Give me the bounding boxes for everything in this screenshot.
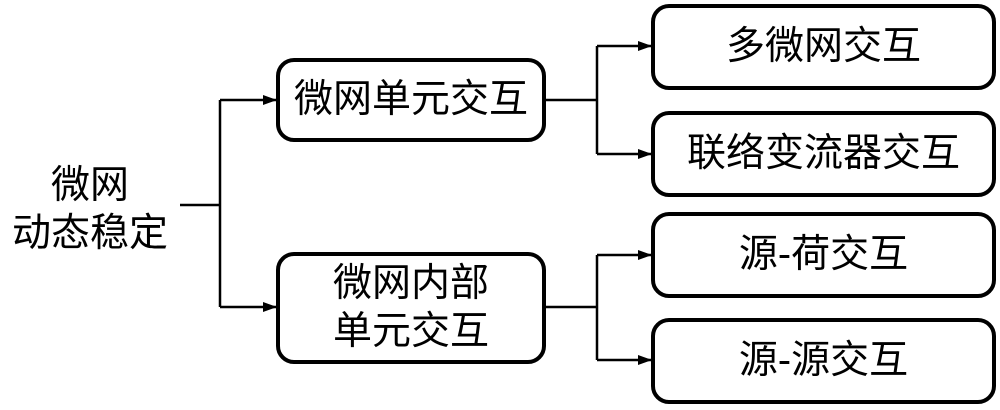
node-microgrid-internal-unit-interaction: 微网内部 单元交互 <box>276 252 546 364</box>
node-source-source-interaction: 源-源交互 <box>651 318 996 404</box>
node-tie-converter-interaction: 联络变流器交互 <box>651 111 996 197</box>
node-microgrid-internal-unit-interaction-line-1: 微网内部 <box>332 261 489 306</box>
node-microgrid-internal-unit-interaction-line-2: 单元交互 <box>332 309 489 354</box>
node-microgrid-unit-interaction: 微网单元交互 <box>276 58 546 142</box>
root-connectors <box>180 95 277 312</box>
node-multi-microgrid-interaction: 多微网交互 <box>651 4 996 90</box>
root-label-line-1: 微网 <box>50 163 129 208</box>
root-label-line-2: 动态稳定 <box>11 211 168 256</box>
root-label: 微网 动态稳定 <box>0 162 180 258</box>
node-source-load-interaction: 源-荷交互 <box>651 212 996 298</box>
lower-branch-connectors <box>546 250 652 365</box>
upper-branch-connectors <box>546 41 652 159</box>
